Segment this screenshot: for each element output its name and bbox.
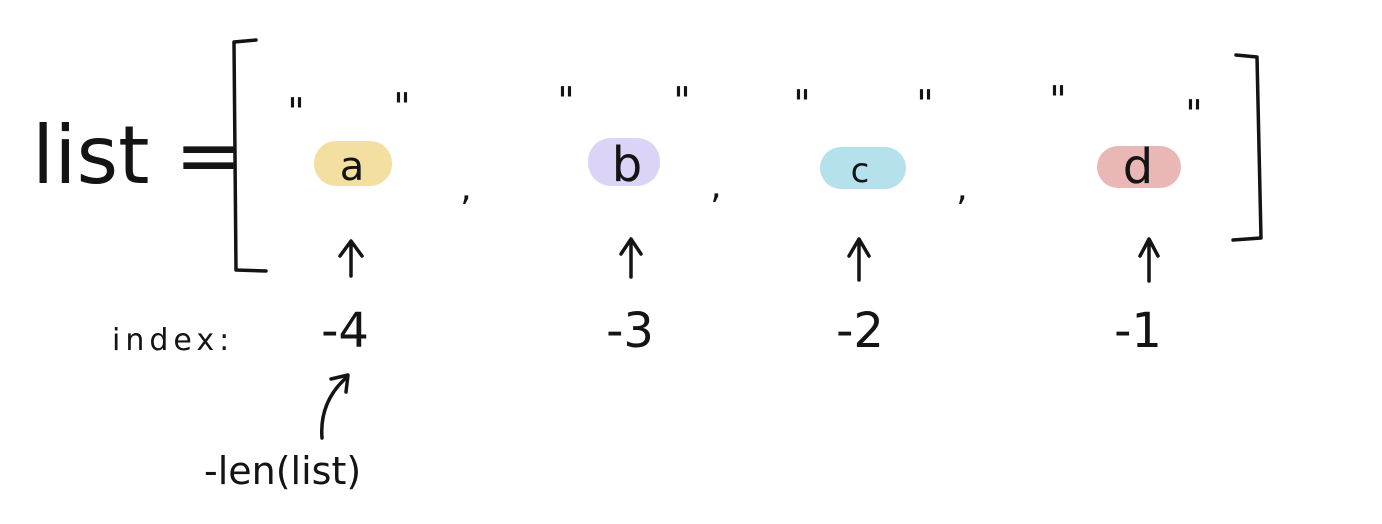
index-label: index: [112,323,234,358]
element-d-value: d [1123,139,1153,195]
index-value-b: -3 [606,303,654,359]
highlight-d [1097,146,1181,188]
right-bracket [1231,53,1263,242]
curved-arrow-icon [320,373,350,440]
arrow-up-icon-a [338,239,364,278]
quote-open-c: " [793,82,810,126]
arrow-up-icon-b [619,237,643,279]
quote-open-a: " [287,90,304,134]
comma-3: , [956,168,967,209]
element-c-value: c [851,151,870,191]
element-a-value: a [340,144,365,190]
quote-close-a: " [393,85,410,129]
list-label: list = [32,109,242,202]
quote-open-b: " [557,79,574,123]
quote-open-d: " [1049,78,1066,122]
element-b-value: b [612,137,642,193]
highlight-c [820,147,906,189]
len-label: -len(list) [204,449,361,493]
index-value-a: -4 [321,303,369,359]
arrow-up-icon-c [847,237,871,282]
quote-close-d: " [1185,92,1202,136]
highlight-b [588,138,660,186]
left-bracket [232,38,268,273]
index-value-d: -1 [1114,303,1162,359]
index-value-c: -2 [836,303,884,359]
quote-close-c: " [916,82,933,126]
comma-2: , [710,166,721,207]
comma-1: , [460,168,471,209]
highlight-a [314,141,392,186]
quote-close-b: " [673,79,690,123]
arrow-up-icon-d [1138,237,1160,283]
